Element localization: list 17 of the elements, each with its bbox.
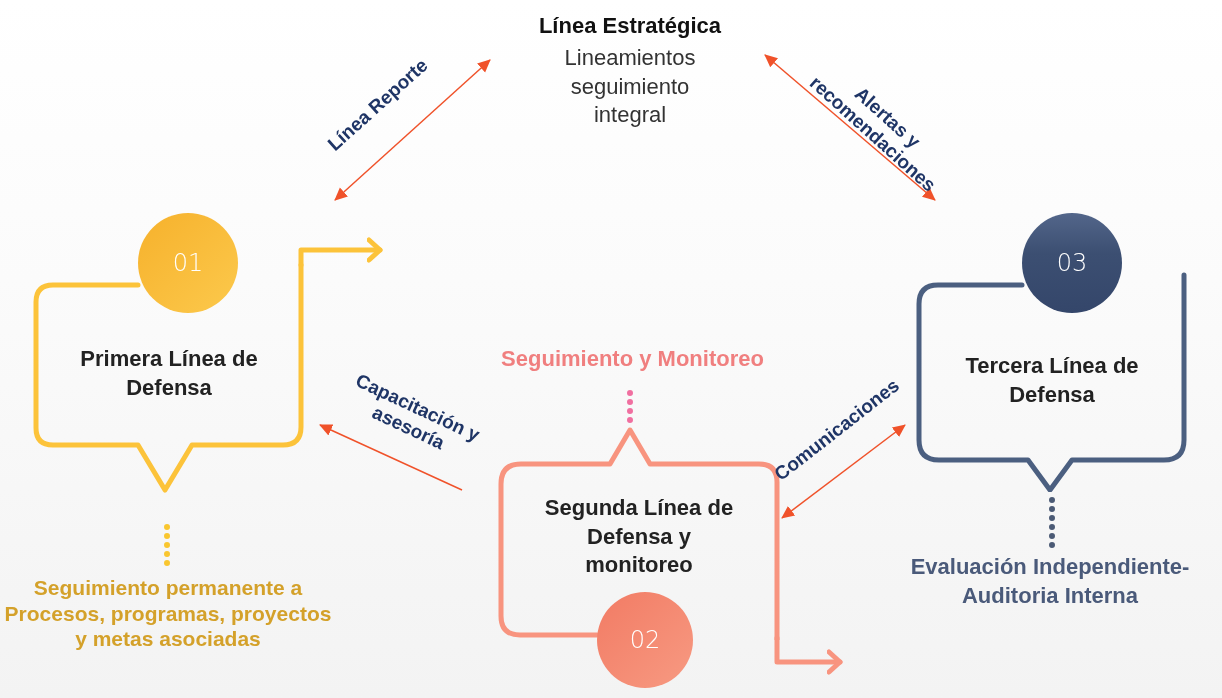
arrow <box>298 237 383 268</box>
node-text: Evaluación Independiente- Auditoria Interna <box>909 553 1191 610</box>
arrow <box>319 424 463 491</box>
node-description: Lineamientos seguimiento integral <box>563 44 697 130</box>
callout-box <box>916 272 1188 492</box>
number-circle: 01 <box>138 213 238 313</box>
node-title: Segunda Línea de Defensa y monitoreo <box>543 494 735 580</box>
arrow <box>764 54 936 201</box>
node-title: Primera Línea de Defensa <box>79 345 259 402</box>
node-text: Seguimiento y Monitoreo <box>500 345 765 373</box>
node-text: Seguimiento permanente a Procesos, programas, proyectos y metas asociadas <box>3 575 333 652</box>
arrow <box>781 424 906 519</box>
number-circle: 03 <box>1022 213 1122 313</box>
node-title: Línea Estratégica <box>537 12 723 40</box>
number-circle: 02 <box>597 592 693 688</box>
arrow <box>334 59 491 201</box>
node-title: Tercera Línea de Defensa <box>964 352 1140 409</box>
